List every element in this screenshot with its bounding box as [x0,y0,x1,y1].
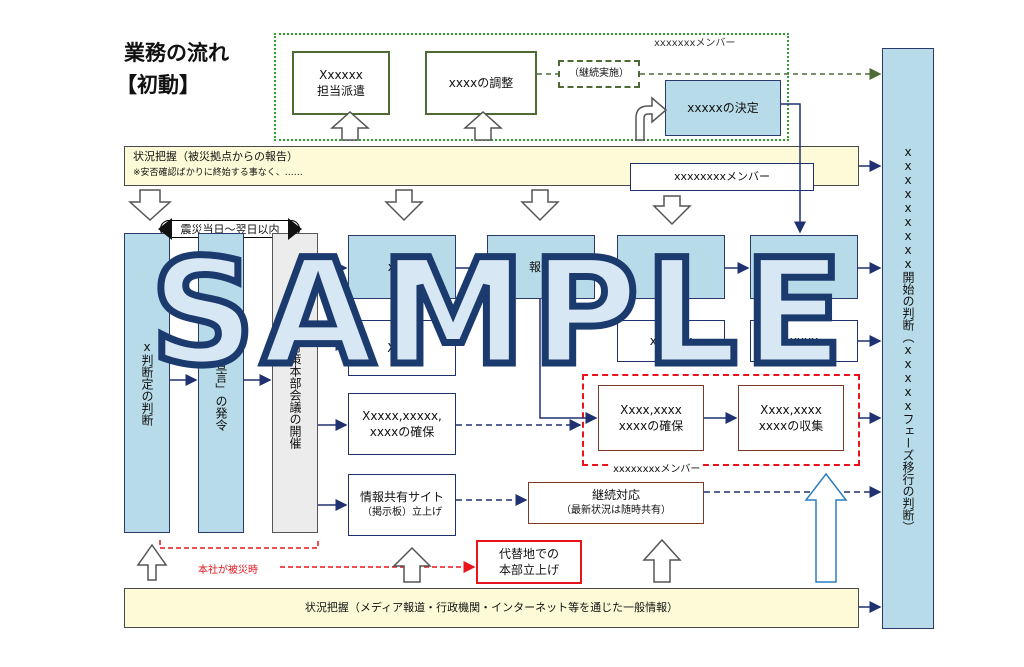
member-group-region [274,33,789,141]
member-mid-box: xxxxxxxxメンバー [630,163,814,191]
up-arrow-6 [392,546,432,583]
ongoing-box: 継続対応（最新状況は随時共有） [528,482,704,524]
day-span-label: 震災当日～翌日以内 [160,220,300,238]
column-judgement: x判断定の判断 [124,233,170,533]
red-member-region [582,374,860,466]
red-member-label: xxxxxxxxメンバー [610,460,704,475]
day-span-left-head [158,218,172,240]
status-general-bar: 状況把握（メディア報道・行政機関・インターネット等を通じた一般情報） [124,588,859,628]
secure-box: Xxxxx,xxxxx,xxxxの確保 [348,393,456,455]
down-arrow-dispatch [330,110,370,141]
decision-box: xxxxxの決定 [665,80,781,136]
up-arrow-5 [136,543,168,581]
row1-box-4: xxxx [750,235,858,299]
sample-watermark: SAMPLE [147,228,850,398]
info-share-box: 情報共有サイト（掲示板）立上げ [348,474,456,536]
hq-damaged-bracket [159,540,319,549]
row2-box-2: xxxxxx [617,320,725,362]
row1-box-1: xxxx [348,235,456,299]
down-arrow-1 [128,189,172,222]
phase-transition-column: xxxxxxxxx開始の判断（xxxxxフェーズ移行の判断） [882,48,934,629]
day-span-right-head [288,218,302,240]
row2-box-3: xxxx [750,320,858,362]
column-hq-meeting: 集・対策本部会議の開催 [272,233,318,533]
alt-site-box: 代替地での本部立上げ [476,540,582,584]
row1-to-secure-red [539,299,598,424]
row1-box-2: 報告 [487,235,595,299]
decision-down-link [781,103,806,234]
up-arrow-blue [804,472,848,583]
down-arrow-4 [652,195,692,226]
page-subtitle: 【初動】 [116,73,200,97]
up-arrow-adjust [463,110,503,141]
hq-damaged-label: 本社が被災時 [196,561,260,576]
column-declaration: 事態宣言」の発令 [198,233,244,533]
down-arrow-2 [384,189,424,222]
down-arrow-3 [520,189,560,222]
up-arrow-7 [642,538,682,583]
curved-arrow-decision [635,96,668,141]
row1-box-3: xxxx [617,235,725,299]
member-group-label: xxxxxxxメンバー [654,38,736,49]
page-title: 業務の流れ [124,41,229,65]
adjust-box: xxxxの調整 [425,51,537,115]
row2-box-1: Xxxx [348,320,456,376]
continue-impl-box: （継続実施） [558,60,640,88]
